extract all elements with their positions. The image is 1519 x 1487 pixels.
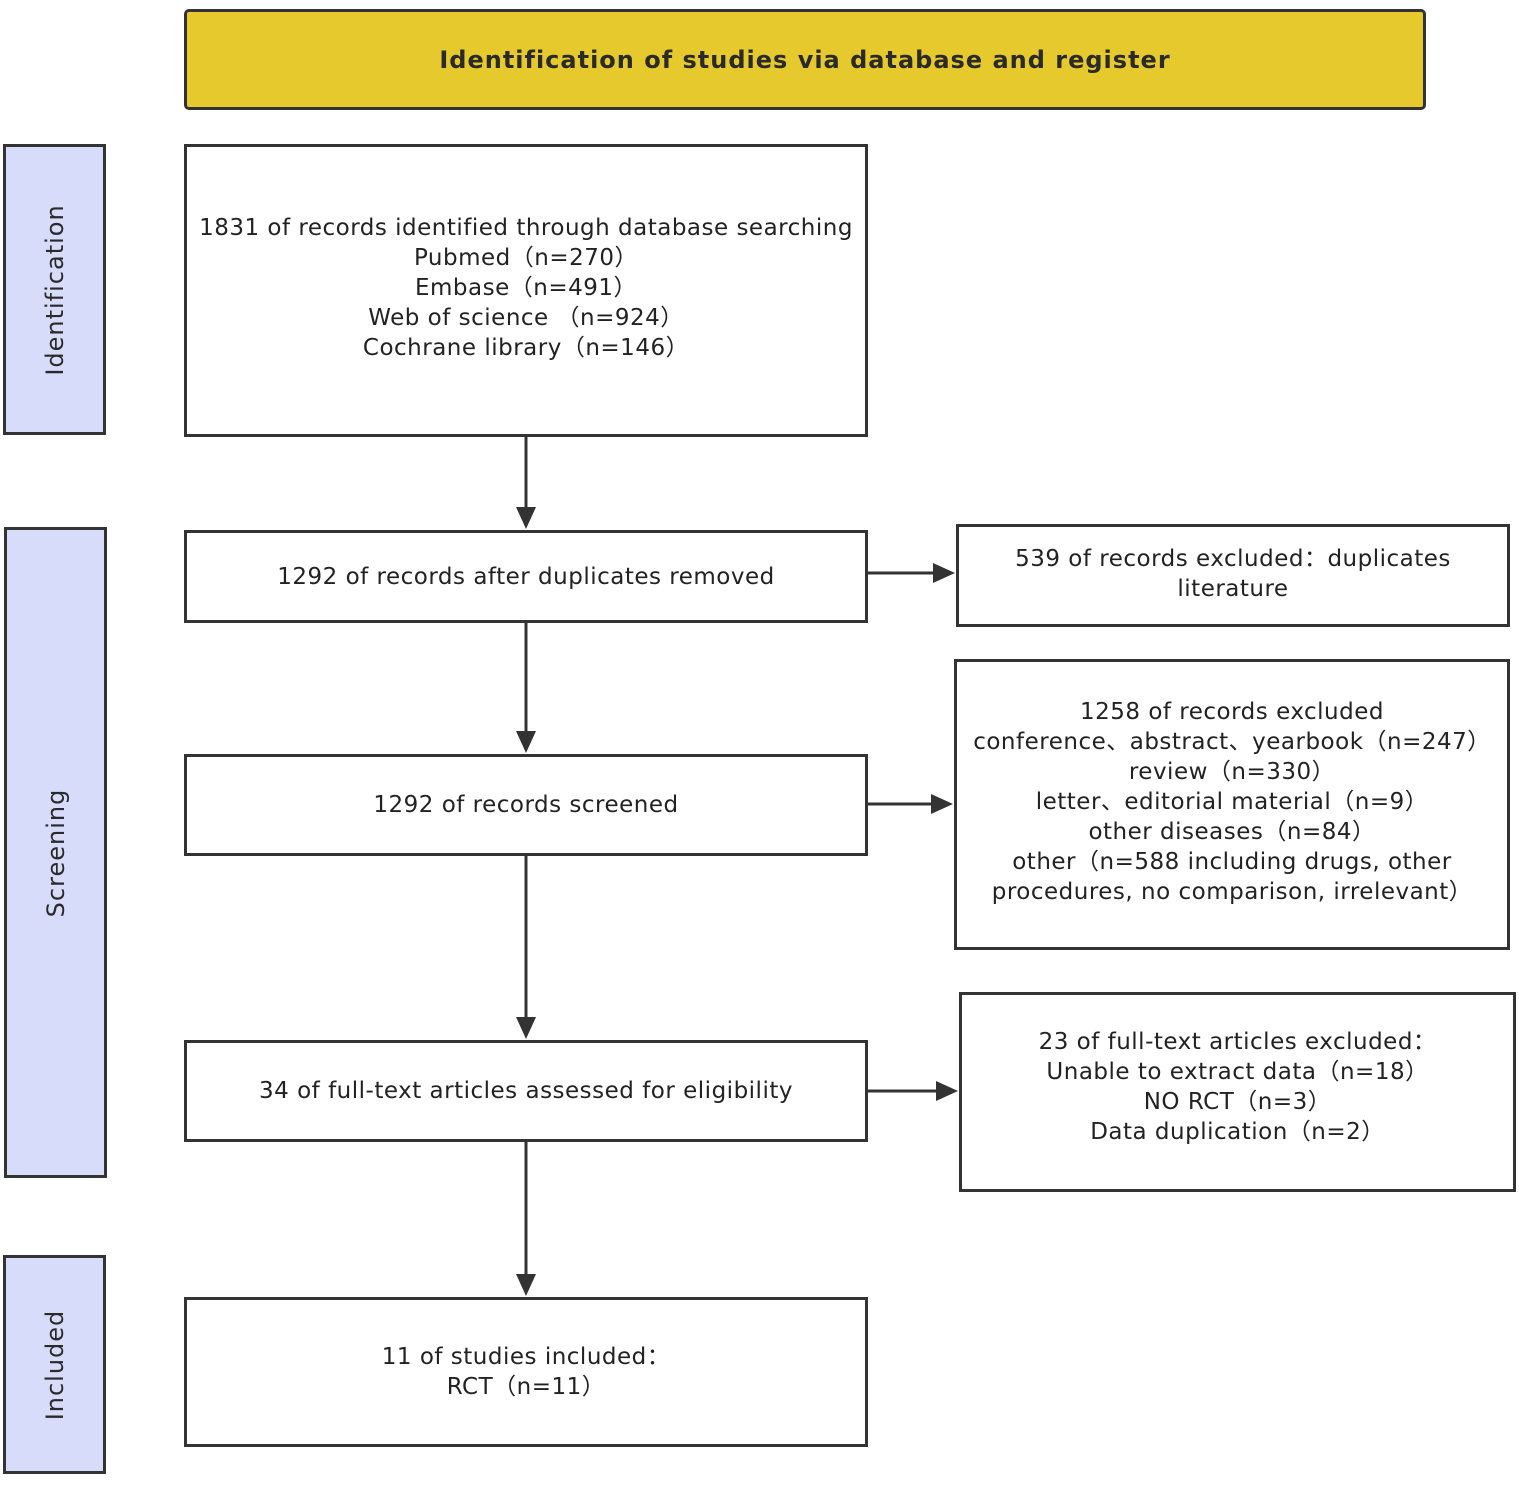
box-text-line: RCT（n=11） bbox=[446, 1374, 606, 1400]
box-text-line: Data duplication（n=2） bbox=[1090, 1119, 1385, 1145]
header-title: Identification of studies via database a… bbox=[439, 45, 1171, 74]
after-duplicates-box: 1292 of records after duplicates removed bbox=[184, 530, 868, 623]
box-text-line: letter、editorial material（n=9） bbox=[1035, 788, 1429, 815]
box-text-line: 1292 of records screened bbox=[373, 792, 679, 818]
arrowhead-5 bbox=[933, 563, 955, 583]
screened-box: 1292 of records screened bbox=[184, 754, 868, 856]
arrowhead-3 bbox=[516, 1017, 536, 1039]
identified-records-box: 1831 of records identified through datab… bbox=[184, 144, 868, 437]
box-text-line: Web of science （n=924） bbox=[368, 304, 684, 331]
box-text-line: other diseases（n=84） bbox=[1088, 818, 1376, 845]
box-text-line: NO RCT（n=3） bbox=[1143, 1089, 1332, 1115]
box-text-line: 1258 of records excluded bbox=[1079, 698, 1384, 725]
box-text-line: 34 of full-text articles assessed for el… bbox=[259, 1078, 793, 1104]
box-text-line: 23 of full-text articles excluded： bbox=[1038, 1029, 1437, 1055]
diagram-header: Identification of studies via database a… bbox=[184, 9, 1426, 110]
box-text-line: review（n=330） bbox=[1128, 758, 1336, 785]
box-text-line: Cochrane library（n=146） bbox=[362, 334, 690, 361]
box-text-line: Unable to extract data（n=18） bbox=[1046, 1059, 1429, 1085]
box-text-line: conference、abstract、yearbook（n=247） bbox=[973, 728, 1491, 755]
box-text-line: 539 of records excluded：duplicates bbox=[1015, 545, 1451, 572]
arrowhead-2 bbox=[516, 731, 536, 753]
phase-identification: Identification bbox=[3, 144, 106, 435]
arrowhead-6 bbox=[931, 794, 953, 814]
box-text-line: other（n=588 including drugs, other bbox=[1012, 848, 1452, 875]
box-text-line: Pubmed（n=270） bbox=[413, 244, 639, 271]
box-text-line: Embase（n=491） bbox=[414, 274, 637, 301]
excluded-screening-box: 1258 of records excluded conference、abstr… bbox=[954, 659, 1510, 950]
box-text-line: literature bbox=[1177, 575, 1289, 602]
box-text-line: 1292 of records after duplicates removed bbox=[277, 563, 775, 590]
box-text-line: procedures, no comparison, irrelevant） bbox=[991, 878, 1473, 905]
studies-included-box: 11 of studies included： RCT（n=11） bbox=[184, 1297, 868, 1447]
box-text-line: 11 of studies included： bbox=[381, 1344, 671, 1370]
fulltext-assessed-box: 34 of full-text articles assessed for el… bbox=[184, 1040, 868, 1142]
arrowhead-7 bbox=[936, 1081, 958, 1101]
phase-screening: Screening bbox=[4, 527, 107, 1178]
excluded-duplicates-box: 539 of records excluded：duplicates litera… bbox=[956, 524, 1510, 627]
excluded-fulltext-box: 23 of full-text articles excluded： Unable… bbox=[959, 992, 1516, 1192]
arrowhead-4 bbox=[516, 1274, 536, 1296]
arrowhead-1 bbox=[516, 507, 536, 529]
phase-included: Included bbox=[3, 1255, 106, 1474]
box-text-line: 1831 of records identified through datab… bbox=[199, 214, 853, 241]
